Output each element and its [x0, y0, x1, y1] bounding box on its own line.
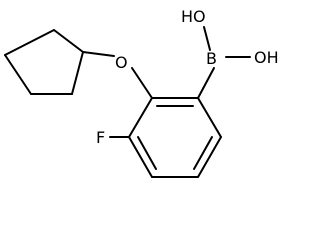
- ether-oxygen-label: O: [115, 53, 128, 72]
- bond: [128, 136, 153, 178]
- bond: [197, 136, 222, 178]
- bond: [53, 29, 84, 53]
- bond: [71, 51, 84, 95]
- bond: [203, 26, 211, 51]
- bond: [4, 29, 55, 56]
- bond: [82, 51, 115, 57]
- structure-diagram: B HO OH O F: [4, 7, 279, 178]
- double-bond-inner: [137, 136, 157, 170]
- hydroxyl-label-1: HO: [181, 7, 206, 26]
- fluorine-label: F: [96, 128, 105, 147]
- boron-label: B: [206, 49, 217, 68]
- bond: [197, 67, 215, 99]
- bond: [4, 54, 32, 95]
- hydroxyl-label-2: OH: [254, 48, 279, 67]
- bond: [131, 67, 153, 99]
- double-bond-inner: [193, 136, 213, 170]
- benzene-ring: [128, 97, 222, 178]
- bond: [197, 97, 222, 138]
- cyclopentyl-ring: [4, 29, 84, 95]
- bond: [128, 97, 153, 138]
